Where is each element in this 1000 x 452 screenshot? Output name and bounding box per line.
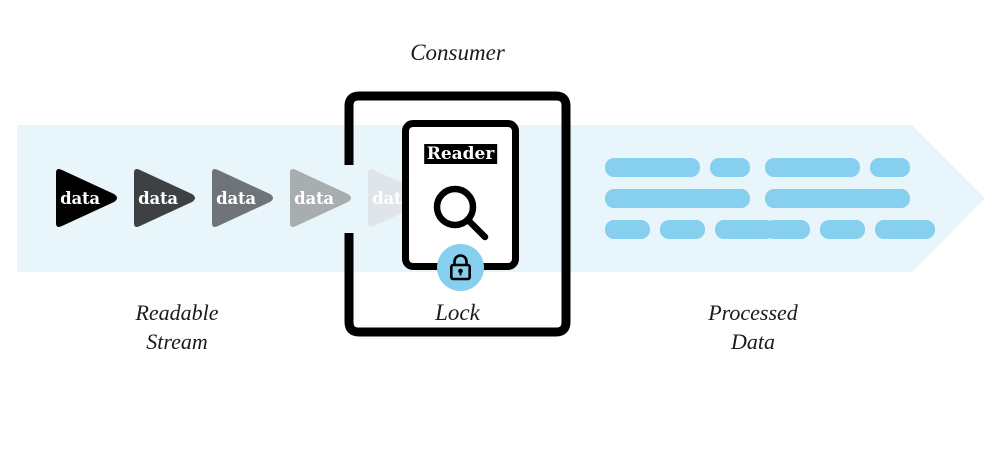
processed-data-bar <box>605 158 700 177</box>
processed-data-caption: Processed Data <box>628 298 878 357</box>
processed-data-caption-line1: Processed <box>708 300 798 325</box>
processed-data-bar <box>875 220 935 239</box>
consumer-boundary <box>343 90 572 338</box>
magnifier-icon <box>430 182 492 244</box>
lock-caption: Lock <box>435 300 480 325</box>
readable-stream-caption-line2: Stream <box>146 329 208 355</box>
reader-label: Reader <box>423 144 498 165</box>
processed-data-bar <box>605 189 750 208</box>
consumer-title: Consumer <box>410 40 505 65</box>
processed-data-bar <box>605 220 650 239</box>
triangle-icon <box>212 169 273 227</box>
processed-data-bar <box>715 220 775 239</box>
processed-data-bar <box>765 189 910 208</box>
data-token: data <box>204 167 276 229</box>
lock-badge[interactable] <box>437 244 484 291</box>
lock-icon <box>449 254 471 281</box>
processed-data-bar <box>765 220 810 239</box>
processed-data-bar <box>870 158 910 177</box>
processed-data-bar <box>765 158 860 177</box>
readable-stream-caption: Readable Stream <box>52 298 302 357</box>
triangle-icon <box>134 169 195 227</box>
data-token: data <box>48 167 120 229</box>
data-token: data <box>126 167 198 229</box>
processed-data-bar <box>660 220 705 239</box>
processed-data-bar <box>710 158 750 177</box>
triangle-icon <box>290 169 351 227</box>
processed-data-caption-line2: Data <box>731 329 775 355</box>
readable-stream-caption-line1: Readable <box>135 300 219 325</box>
triangle-icon <box>56 169 117 227</box>
triangle-icon <box>368 169 429 227</box>
processed-data-bar <box>820 220 865 239</box>
